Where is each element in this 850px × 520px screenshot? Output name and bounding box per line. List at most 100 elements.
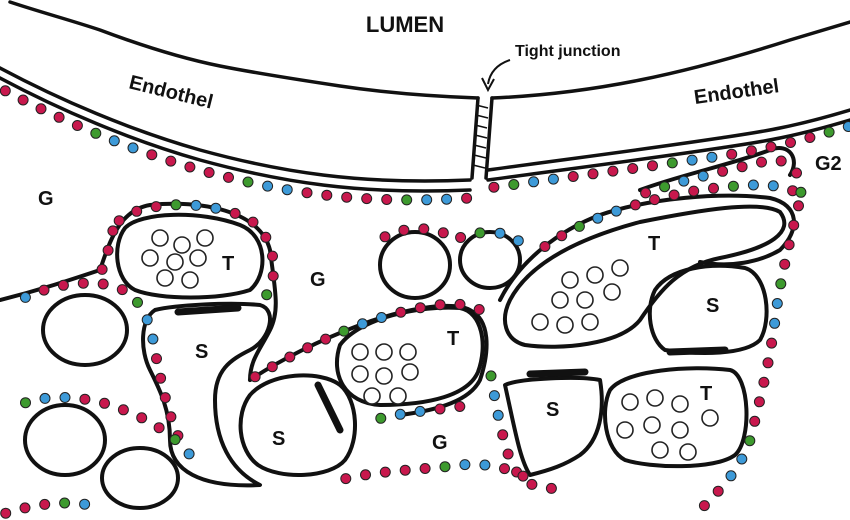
membrane-dot — [38, 284, 50, 296]
membrane-dot — [281, 184, 293, 196]
terminal-top-left — [115, 212, 265, 300]
membrane-dot — [712, 485, 724, 497]
membrane-dot — [745, 145, 757, 157]
membrane-dot — [526, 478, 538, 490]
membrane-dot — [775, 155, 787, 167]
endothel-left-inner — [0, 76, 472, 193]
membrane-dot — [57, 279, 69, 291]
membrane-dot — [767, 180, 779, 192]
membrane-dot — [71, 120, 83, 131]
vesicle — [621, 393, 639, 411]
endothel-right-lumen-surface — [490, 20, 850, 100]
glia-process-g2 — [638, 146, 796, 192]
membrane-dot — [688, 185, 700, 197]
g2-label: G2 — [815, 153, 842, 175]
membrane-dot — [736, 453, 748, 465]
membrane-dot — [249, 371, 261, 383]
membrane-dot — [459, 459, 471, 471]
profile-top-center-2 — [458, 230, 522, 290]
membrane-dot — [302, 342, 314, 354]
tight-junction-cleft-2 — [484, 96, 494, 180]
membrane-dot — [610, 205, 622, 217]
membrane-dot — [99, 397, 110, 409]
vesicle — [141, 249, 159, 267]
vesicle — [581, 313, 599, 331]
membrane-dot — [117, 404, 129, 416]
profile-top-center-1 — [378, 230, 452, 300]
tight-junction-arrow — [487, 59, 511, 85]
membrane-dot — [455, 232, 467, 243]
terminal-center — [334, 305, 485, 407]
vesicle — [556, 316, 574, 334]
membrane-dot — [414, 302, 426, 314]
vesicle — [551, 291, 569, 309]
membrane-dot — [341, 191, 353, 203]
membrane-dot — [517, 470, 529, 482]
membrane-dot — [823, 126, 835, 138]
vesicle — [401, 363, 419, 381]
vesicle — [375, 367, 393, 385]
membrane-dot — [528, 176, 540, 188]
membrane-dot — [97, 278, 109, 290]
spine-bottom-left — [238, 373, 357, 478]
membrane-dot — [461, 192, 473, 204]
membrane-dot — [697, 170, 709, 182]
vesicle — [576, 291, 594, 309]
t-center-label: T — [447, 328, 459, 350]
membrane-dot — [756, 156, 767, 168]
membrane-dot — [627, 163, 639, 174]
tight-junction-arrowhead — [481, 77, 495, 93]
vesicle — [363, 387, 381, 405]
membrane-dot — [79, 393, 91, 405]
membrane-dot — [136, 412, 148, 424]
membrane-dot — [340, 473, 352, 485]
membrane-dot — [39, 498, 51, 510]
membrane-dot — [766, 337, 778, 349]
membrane-dot — [769, 317, 781, 329]
endothel-right-label: Endothel — [693, 75, 781, 109]
synapse-top-left — [174, 304, 242, 316]
membrane-dot — [659, 181, 671, 193]
g-bottom-label: G — [432, 432, 448, 454]
membrane-dot — [419, 463, 431, 474]
membrane-dot — [666, 157, 678, 169]
membrane-dot — [479, 459, 491, 471]
membrane-dot — [744, 435, 756, 447]
vesicle — [646, 389, 664, 407]
membrane-dot — [141, 314, 153, 326]
membrane-dot — [183, 448, 195, 460]
membrane-dot — [736, 161, 748, 173]
membrane-dot — [261, 289, 273, 301]
membrane-dot — [434, 299, 446, 311]
membrane-dot — [494, 227, 506, 239]
membrane-dot — [708, 182, 719, 194]
membrane-dot — [686, 154, 698, 166]
membrane-dot — [474, 227, 486, 239]
s-center-label: S — [546, 399, 559, 421]
membrane-dot — [647, 160, 658, 172]
membrane-dot — [379, 466, 391, 478]
membrane-dot — [321, 189, 333, 201]
membrane-dot — [753, 396, 765, 408]
membrane-dot — [146, 149, 158, 161]
membrane-dot — [758, 376, 770, 388]
membrane-dot — [512, 235, 524, 247]
membrane-dot — [360, 469, 371, 481]
membrane-dot — [488, 181, 500, 193]
membrane-dot — [441, 193, 453, 205]
membrane-dot — [301, 187, 313, 199]
membrane-dot — [165, 411, 177, 423]
membrane-dot — [229, 207, 241, 219]
vesicle — [166, 253, 184, 271]
vesicle — [586, 266, 604, 284]
vesicle — [701, 409, 719, 427]
profile-left — [41, 293, 129, 367]
tight-junction-hatch — [472, 104, 489, 169]
membrane-dot — [698, 500, 710, 512]
membrane-dot — [153, 422, 165, 434]
membrane-dot — [223, 171, 234, 183]
vesicle — [643, 416, 661, 434]
vesicle — [611, 259, 629, 277]
